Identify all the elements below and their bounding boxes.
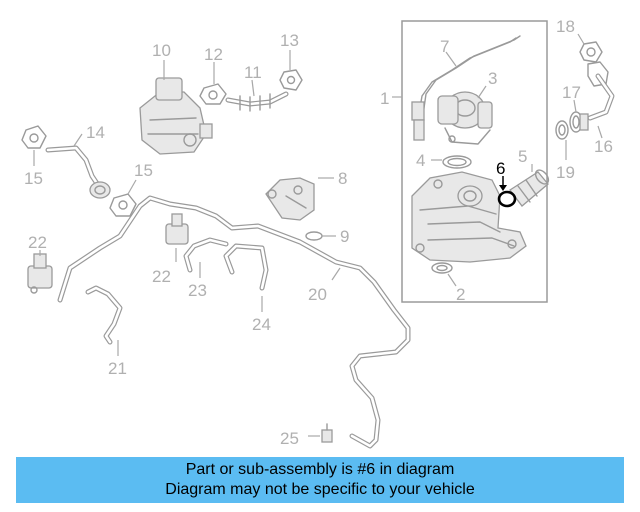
part-4-gasket (431, 155, 472, 169)
callout-24: 24 (252, 315, 271, 334)
part-3-valve (437, 85, 493, 145)
part-10-egr-valve (139, 60, 213, 155)
callout-25: 25 (280, 429, 299, 448)
callout-8: 8 (338, 169, 347, 188)
part-15b-gasket (109, 179, 137, 217)
callout-15a: 15 (24, 169, 43, 188)
callout-20: 20 (308, 285, 327, 304)
part-17-clamp (569, 99, 589, 133)
callout-19: 19 (556, 163, 575, 182)
part-11-flex-pipe (225, 79, 289, 112)
part-25-fitting (308, 423, 333, 443)
part-7-sensor-rod (411, 35, 521, 141)
callout-21: 21 (108, 359, 127, 378)
callout-17: 17 (562, 83, 581, 102)
part-21-hose (85, 285, 123, 356)
callout-2: 2 (456, 285, 465, 304)
banner-line-disclaimer: Diagram may not be specific to your vehi… (165, 481, 475, 498)
callout-9: 9 (340, 227, 349, 246)
part-22a-solenoid (27, 250, 53, 294)
part-13-gasket (279, 50, 303, 91)
callout-7: 7 (440, 37, 449, 56)
banner-line-part: Part or sub-assembly is #6 in diagram (185, 461, 455, 478)
part-14-pipe (45, 133, 111, 199)
callout-18: 18 (556, 17, 575, 36)
part-9-gasket (305, 231, 336, 241)
callout-11: 11 (244, 63, 262, 82)
part-16-pipe-right (587, 61, 615, 139)
part-18-gasket (577, 33, 603, 63)
callout-13: 13 (280, 31, 299, 50)
callout-3: 3 (488, 69, 497, 88)
callout-12: 12 (204, 45, 223, 64)
callout-22b: 22 (152, 267, 171, 286)
callout-14: 14 (86, 123, 105, 142)
callout-1: 1 (380, 89, 389, 108)
part-24-hose (223, 243, 269, 312)
callout-10: 10 (152, 41, 171, 60)
part-6-o-ring (497, 176, 517, 208)
part-19-gasket (555, 120, 569, 160)
callout-6: 6 (496, 159, 505, 178)
callout-15b: 15 (134, 161, 153, 180)
part-20-vacuum-line (57, 195, 411, 449)
info-banner: Part or sub-assembly is #6 in diagram Di… (16, 457, 624, 503)
part-12-gasket (199, 62, 227, 105)
part-8-bracket (265, 177, 334, 221)
callout-22a: 22 (28, 233, 47, 252)
callout-23: 23 (188, 281, 207, 300)
part-15a-gasket (21, 125, 47, 166)
part-22b-solenoid (165, 213, 189, 262)
part-2-gasket (431, 262, 457, 287)
callout-16: 16 (594, 137, 613, 156)
egr-cooler-housing (411, 171, 527, 263)
callout-5: 5 (518, 147, 527, 166)
part-5-connector-pipe (509, 164, 550, 207)
callout-4: 4 (416, 151, 425, 170)
part-23-hose (183, 237, 229, 278)
assembly-box (401, 20, 548, 303)
